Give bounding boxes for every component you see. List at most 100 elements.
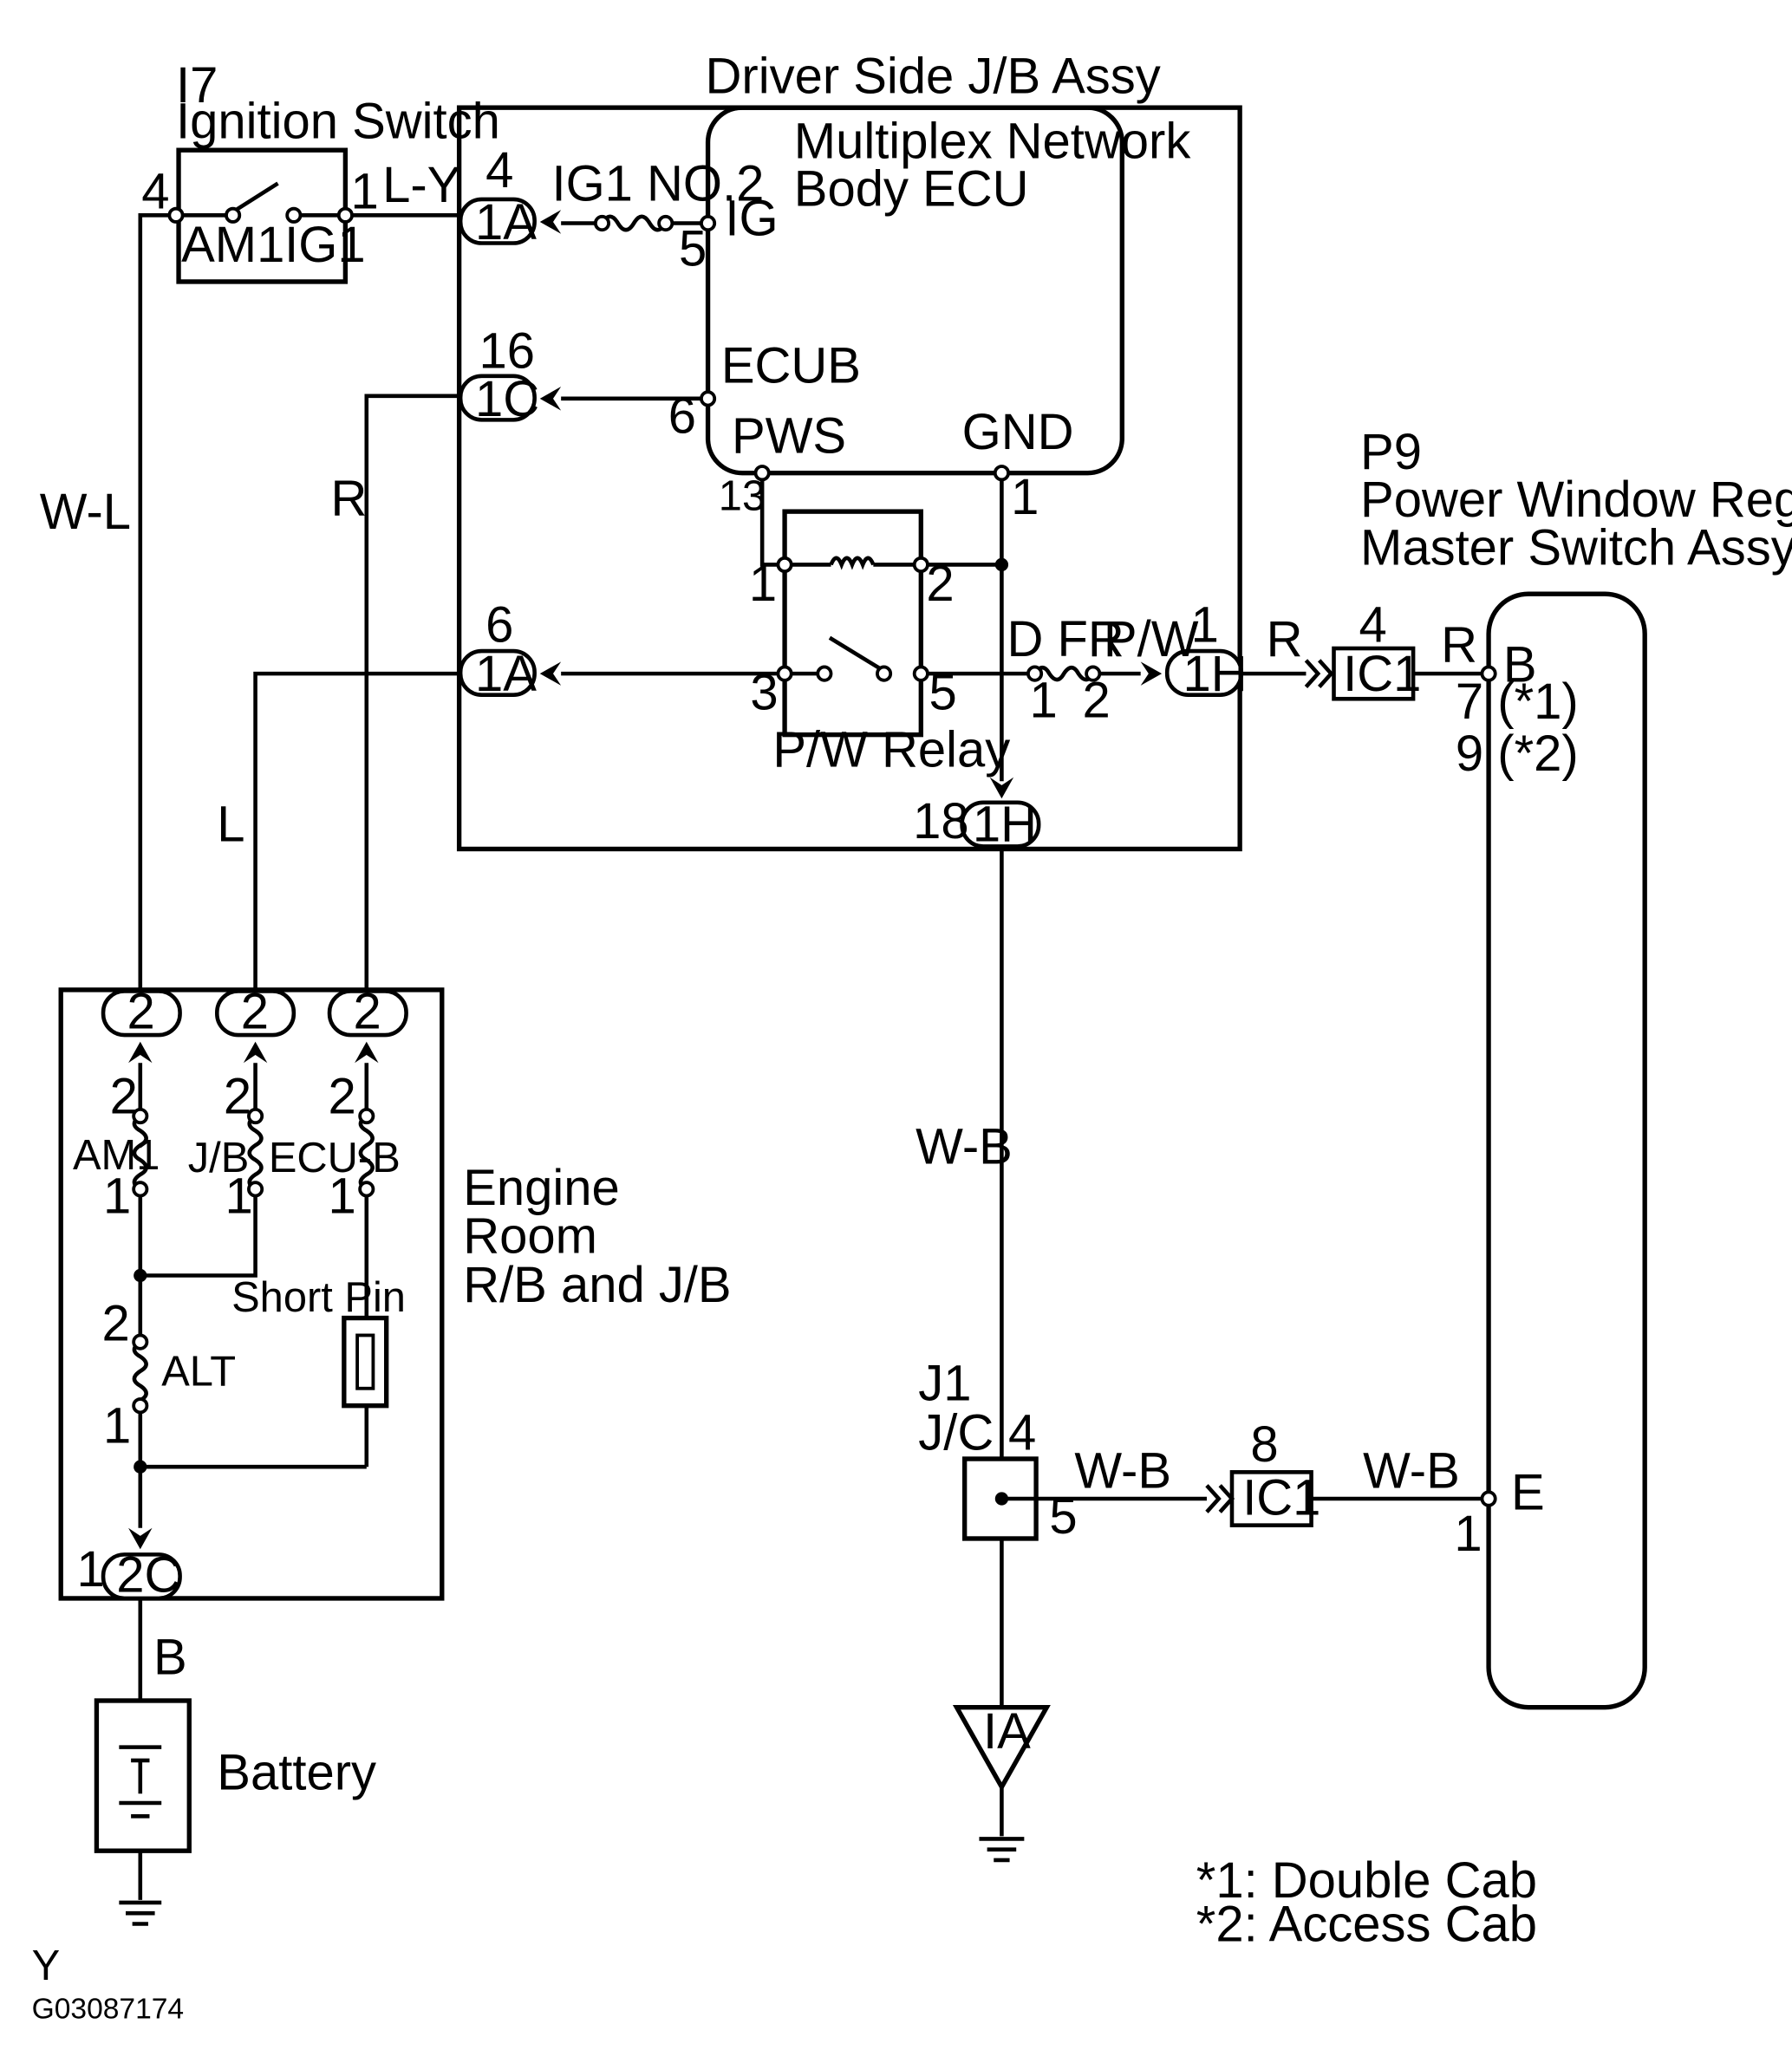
battery-symbol (119, 1745, 162, 1819)
terminal-gnd: GND (962, 404, 1074, 460)
engine-room-line3: R/B and J/B (463, 1257, 731, 1313)
pin-alt-1: 1 (103, 1398, 131, 1455)
connector-2c: 2C (116, 1546, 180, 1603)
fuse-ecu-b: ECU-B (269, 1135, 401, 1181)
pin-switch-4: 4 (141, 164, 169, 220)
fuse-am1: AM1 (73, 1132, 160, 1179)
wire-l: L (217, 796, 244, 852)
wire-wb-e: W-B (1363, 1443, 1460, 1500)
connector-1h-right: 1H (1183, 646, 1248, 702)
ecu-title-line2: Body ECU (794, 160, 1029, 217)
pin-ecub-fuse-1: 1 (329, 1168, 356, 1224)
connector-ic1-bottom: IC1 (1242, 1469, 1320, 1526)
pin-am1-1: 1 (103, 1168, 131, 1224)
note-double-cab: *1: Double Cab (1196, 1852, 1537, 1909)
wire-b: B (153, 1629, 187, 1685)
pin-relay-2: 2 (926, 556, 954, 612)
connector-1h-bottom: 1H (973, 796, 1037, 852)
ground-symbol-ia (979, 1837, 1025, 1863)
battery-box (94, 1698, 192, 1853)
terminal-pws: PWS (732, 408, 846, 465)
pin-ecub-6: 6 (668, 388, 696, 445)
wire-r-mid: R (1267, 611, 1303, 667)
wire-ly: L-Y (382, 157, 460, 213)
note-access-cab: *2: Access Cab (1196, 1896, 1537, 1952)
fuse-alt: ALT (161, 1349, 236, 1396)
pin-j1-4: 4 (1008, 1404, 1036, 1461)
connector-1a-mid: 1A (475, 646, 537, 702)
pw-master-switch-box (1486, 591, 1647, 1710)
terminal-e: E (1511, 1464, 1545, 1520)
terminal-ecub: ECUB (721, 337, 861, 394)
wire-r-left: R (331, 471, 368, 527)
fuse-pw: P/W (1104, 611, 1199, 667)
arrow-markers (128, 210, 1334, 1550)
wire-wl: W-L (40, 484, 131, 540)
jb-title: Driver Side J/B Assy (706, 48, 1161, 104)
ground-point-ia (952, 1704, 1051, 1793)
fuse-jb: J/B (188, 1135, 250, 1181)
pin-j1-5: 5 (1049, 1488, 1077, 1545)
fuse-d-fr: D FR (1007, 611, 1124, 667)
pin-1h-18: 18 (913, 793, 969, 849)
pin-jb-2: 2 (224, 1068, 251, 1124)
short-pin-inner (355, 1333, 375, 1390)
footer-letter: Y (32, 1943, 61, 1989)
connector-ic1-top: IC1 (1343, 646, 1421, 702)
short-pin-label: Short Pin (231, 1274, 406, 1321)
pin-ic1-4: 4 (1359, 596, 1387, 653)
j1-name: J/C (918, 1404, 994, 1461)
pin-1h-1: 1 (1191, 596, 1219, 653)
pin-switch-1: 1 (350, 164, 378, 220)
body-ecu-box (705, 105, 1124, 476)
pin-ig-5: 5 (679, 220, 707, 277)
battery-label: Battery (217, 1745, 376, 1801)
pw-name-line2: Master Switch Assy (1360, 519, 1792, 576)
pin-pws-13: 13 (719, 473, 766, 520)
pin-2c-1: 1 (77, 1541, 105, 1598)
pin-jb-1: 1 (225, 1168, 252, 1224)
pin-fuse-1: 1 (1029, 673, 1057, 729)
footer-code: G03087174 (32, 1993, 184, 2025)
pin-am1-2: 2 (110, 1068, 138, 1124)
connector-1c: 1C (475, 371, 539, 427)
fuse-symbols (132, 214, 1095, 1402)
pin-circles (132, 206, 1497, 1507)
ground-ia-label: IA (983, 1703, 1031, 1760)
ecu-title-line1: Multiplex Network (794, 113, 1192, 169)
terminal-ig: IG (725, 190, 778, 246)
connector-pills (101, 197, 1416, 1601)
pin-e-1: 1 (1454, 1506, 1482, 1562)
pin-ecub-fuse-2: 2 (329, 1068, 356, 1124)
pw-name-line1: Power Window Regulator (1360, 472, 1792, 528)
engine-room-line2: Room (463, 1207, 597, 1264)
j1-code: J1 (918, 1355, 971, 1411)
ground-symbol-battery (119, 1900, 162, 1926)
relay-label: P/W Relay (772, 721, 1010, 778)
pin-fuse-2: 2 (1083, 673, 1111, 729)
pin-relay-3: 3 (750, 664, 778, 720)
pin-ic1-8: 8 (1250, 1416, 1278, 1473)
short-pin-box (342, 1315, 389, 1409)
engine-room-line1: Engine (463, 1160, 620, 1216)
switch-name: Ignition Switch (176, 93, 500, 149)
wire-r-right: R (1441, 616, 1477, 673)
connector-2-jb: 2 (241, 983, 269, 1039)
pin-1a-4: 4 (485, 142, 513, 198)
pin-alt-2: 2 (102, 1295, 130, 1351)
wire-wb-j1: W-B (1074, 1443, 1171, 1500)
connector-2-ecub: 2 (354, 983, 381, 1039)
pw-code: P9 (1360, 424, 1422, 480)
terminal-ig1: IG1 (284, 217, 365, 273)
terminal-b: B (1503, 636, 1537, 693)
wire-wb-vertical: W-B (916, 1119, 1013, 1175)
pin-b-9: 9 (*2) (1456, 726, 1579, 782)
pin-relay-1: 1 (749, 556, 777, 612)
pin-b-7: 7 (*1) (1456, 674, 1579, 730)
pin-1a-6: 6 (485, 596, 513, 653)
pin-gnd-1: 1 (1011, 469, 1039, 525)
pin-relay-5: 5 (929, 664, 956, 720)
switch-code: I7 (176, 57, 218, 114)
pin-1c-16: 16 (479, 322, 536, 379)
